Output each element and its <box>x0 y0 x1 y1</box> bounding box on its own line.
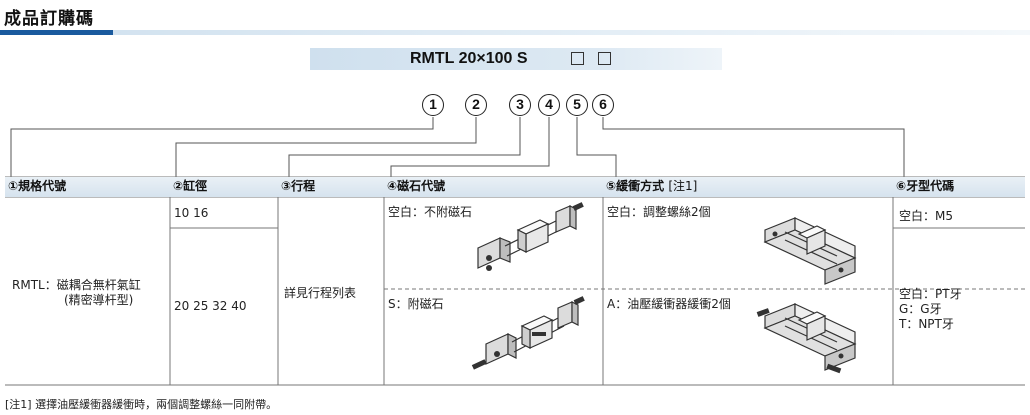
order-code-blank-box <box>571 52 584 65</box>
section-title: 成品訂購碼 <box>4 9 94 29</box>
order-code-text: RMTL 20×100 S <box>410 50 528 67</box>
header-cushion-note: [注1] <box>668 179 698 193</box>
title-underline-accent <box>0 30 113 35</box>
marker-5: 5 <box>566 94 588 116</box>
header-cushion: ⑤緩衝方式 [注1] <box>603 177 893 197</box>
magnet-row-s: S：附磁石 <box>388 297 444 311</box>
magnet-row-blank: 空白：不附磁石 <box>388 205 473 219</box>
header-magnet: ④磁石代號 <box>384 177 603 197</box>
thread-row-m5: 空白：M5 <box>899 209 953 223</box>
marker-6: 6 <box>592 94 614 116</box>
marker-4: 4 <box>538 94 560 116</box>
thread-row-pt: 空白：PT牙 <box>899 287 962 301</box>
marker-1: 1 <box>422 94 444 116</box>
thread-row-npt: T：NPT牙 <box>899 317 954 331</box>
stroke-cell: 詳見行程列表 <box>284 286 357 300</box>
spec-line-1: RMTL：磁耦合無杆氣缸 <box>12 278 141 292</box>
cylinder-with-magnet-image <box>471 296 585 370</box>
cylinder-no-magnet-image <box>477 202 584 271</box>
header-stroke: ③行程 <box>278 177 384 197</box>
order-code-bar <box>310 48 722 70</box>
title-underline <box>0 30 1030 35</box>
thread-row-g: G：G牙 <box>899 302 942 316</box>
bore-row-small: 10 16 <box>174 206 209 220</box>
order-code-blank-box <box>598 52 611 65</box>
marker-3: 3 <box>509 94 531 116</box>
cylinder-adjust-screw-image <box>763 217 857 285</box>
spec-line-2: (精密導杆型) <box>64 293 134 307</box>
header-spec: ①規格代號 <box>5 177 170 197</box>
bore-row-large: 20 25 32 40 <box>174 299 247 313</box>
cushion-row-blank: 空白：調整螺絲2個 <box>607 205 711 219</box>
header-bore: ②缸徑 <box>170 177 278 197</box>
footnote: [注1] 選擇油壓緩衝器緩衝時，兩個調整螺絲一同附帶。 <box>5 398 278 411</box>
cylinder-hydraulic-buffer-image <box>756 303 857 374</box>
header-thread: ⑥牙型代碼 <box>893 177 1025 197</box>
header-cushion-label: ⑤緩衝方式 <box>606 179 665 193</box>
cushion-row-a: A：油壓緩衝器緩衝2個 <box>607 297 731 311</box>
marker-2: 2 <box>465 94 487 116</box>
